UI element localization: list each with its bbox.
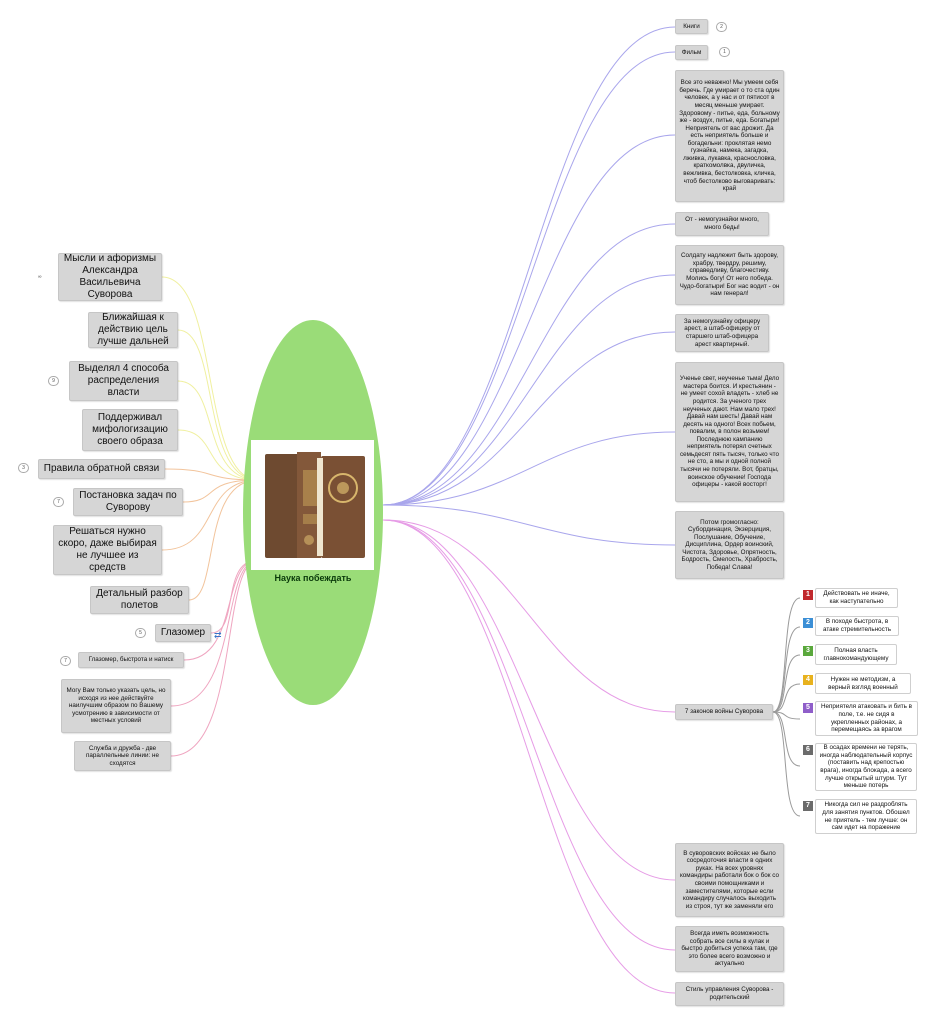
topic-nearest-goal[interactable]: Ближайшая к действию цель лучше дальней [88, 312, 178, 348]
topic-parental-style[interactable]: Стиль управления Суворова - родительский [675, 982, 784, 1006]
law-7[interactable]: Никогда сил не раздроблять для занятия п… [815, 799, 917, 834]
topic-film-badge: 1 [719, 47, 730, 57]
topic-task-setting[interactable]: Постановка задач по Суворову [73, 488, 183, 516]
topic-power-methods[interactable]: Выделял 4 способа распределения власти [69, 361, 178, 401]
topic-no-power-concentration[interactable]: В суворовских войсках не было сосредоточ… [675, 843, 784, 917]
topic-nemoguznayka[interactable]: От - немогузнайки много, много беды! [675, 212, 769, 236]
topic-film[interactable]: Фильм [675, 45, 708, 60]
topic-loudly-subordination[interactable]: Потом громогласно: Субординация, Экзерци… [675, 511, 784, 579]
topic-learning-light[interactable]: Ученье свет, неученье тьма! Дело мастера… [675, 362, 784, 502]
topic-service-friendship[interactable]: Служба и дружба - две параллельные линии… [74, 741, 171, 771]
law-2[interactable]: В походе быстрота, в атаке стремительнос… [815, 616, 899, 636]
book-cover-image [251, 440, 374, 570]
infinity-icon: ∞ [38, 274, 42, 280]
topic-feedback-rules[interactable]: Правила обратной связи [38, 459, 165, 479]
topic-glazomer[interactable]: Глазомер [155, 624, 211, 642]
law-7-badge: 7 [803, 801, 813, 811]
topic-decide-quickly[interactable]: Решаться нужно скоро, даже выбирая не лу… [53, 525, 162, 575]
law-5-badge: 5 [803, 703, 813, 713]
law-3[interactable]: Полная власть главнокомандующему [815, 644, 897, 665]
topic-books-badge: 2 [716, 22, 727, 32]
topic-power-methods-badge: 9 [48, 376, 59, 386]
topic-seven-laws[interactable]: 7 законов войны Суворова [675, 704, 773, 720]
law-4-badge: 4 [803, 675, 813, 685]
topic-officer-arrest[interactable]: За немогузнайку офицеру арест, а штаб-оф… [675, 314, 769, 352]
law-4[interactable]: Нужен не методизм, а верный взгляд военн… [815, 673, 911, 694]
topic-thoughts-aphorisms[interactable]: Мысли и афоризмы Александра Васильевича … [58, 253, 162, 301]
law-2-badge: 2 [803, 618, 813, 628]
topic-eye-speed-onslaught[interactable]: Глазомер, быстрота и натиск [78, 652, 184, 668]
topic-glazomer-badge: 5 [135, 628, 146, 638]
law-6-badge: 6 [803, 745, 813, 755]
law-1[interactable]: Действовать не иначе, как наступательно [815, 588, 898, 608]
swap-arrows-icon[interactable]: ⇄ [214, 630, 222, 641]
topic-speed-badge: 7 [60, 656, 71, 666]
law-5[interactable]: Неприятеля атаковать и бить в поле, т.е.… [815, 701, 918, 736]
topic-feedback-badge: 3 [18, 463, 29, 473]
topic-gather-forces[interactable]: Всегда иметь возможность собрать все сил… [675, 926, 784, 972]
law-6[interactable]: В осадах времени не терять, иногда наблю… [815, 743, 917, 791]
topic-books[interactable]: Книги [675, 19, 708, 34]
topic-debriefing[interactable]: Детальный разбор полетов [90, 586, 189, 614]
topic-mythologization[interactable]: Поддерживал мифологизацию своего образа [82, 409, 178, 451]
topic-task-setting-badge: 7 [53, 497, 64, 507]
law-3-badge: 3 [803, 646, 813, 656]
topic-indicate-goal[interactable]: Могу Вам только указать цель, но исходя … [61, 679, 171, 733]
law-1-badge: 1 [803, 590, 813, 600]
topic-we-can-save[interactable]: Все это неважно! Мы умеем себя беречь. Г… [675, 70, 784, 202]
central-topic-title[interactable]: Наука побеждать [243, 573, 383, 583]
topic-soldier-must[interactable]: Солдату надлежит быть здорову, храбру, т… [675, 245, 784, 305]
